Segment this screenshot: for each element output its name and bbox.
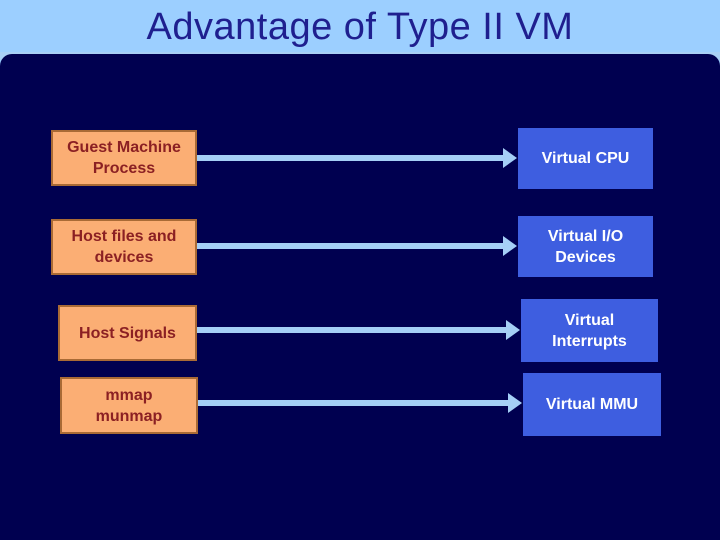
source-box-guest-machine-process: Guest Machine Process [51,130,197,186]
source-box-host-signals: Host Signals [58,305,197,361]
arrow-shaft [197,155,506,161]
source-box-label: mmap munmap [95,386,163,425]
title-band: Advantage of Type II VM [0,0,720,52]
arrowhead-icon [508,393,522,413]
arrowhead-icon [503,148,517,168]
target-box-virtual-io-devices: Virtual I/O Devices [518,216,653,277]
slide-title: Advantage of Type II VM [146,5,574,48]
target-box-virtual-interrupts: Virtual Interrupts [521,299,658,362]
target-box-label: Virtual MMU [545,396,639,413]
arrowhead-icon [506,320,520,340]
target-box-label: Virtual I/O Devices [547,227,624,266]
source-box-label: Host files and devices [71,228,177,266]
source-box-mmap-munmap: mmap munmap [60,377,198,434]
target-box-virtual-mmu: Virtual MMU [523,373,661,436]
arrowhead-icon [503,236,517,256]
target-box-virtual-cpu: Virtual CPU [518,128,653,189]
target-box-label: Virtual CPU [541,150,630,167]
arrow-shaft [197,243,506,249]
source-box-host-files-and-devices: Host files and devices [51,219,197,275]
target-box-label: Virtual Interrupts [552,311,627,350]
arrow-shaft [197,327,509,333]
source-box-label: Guest Machine Process [67,139,181,177]
source-box-label: Host Signals [79,324,176,342]
slide-body [0,54,720,540]
arrow-shaft [198,400,511,406]
